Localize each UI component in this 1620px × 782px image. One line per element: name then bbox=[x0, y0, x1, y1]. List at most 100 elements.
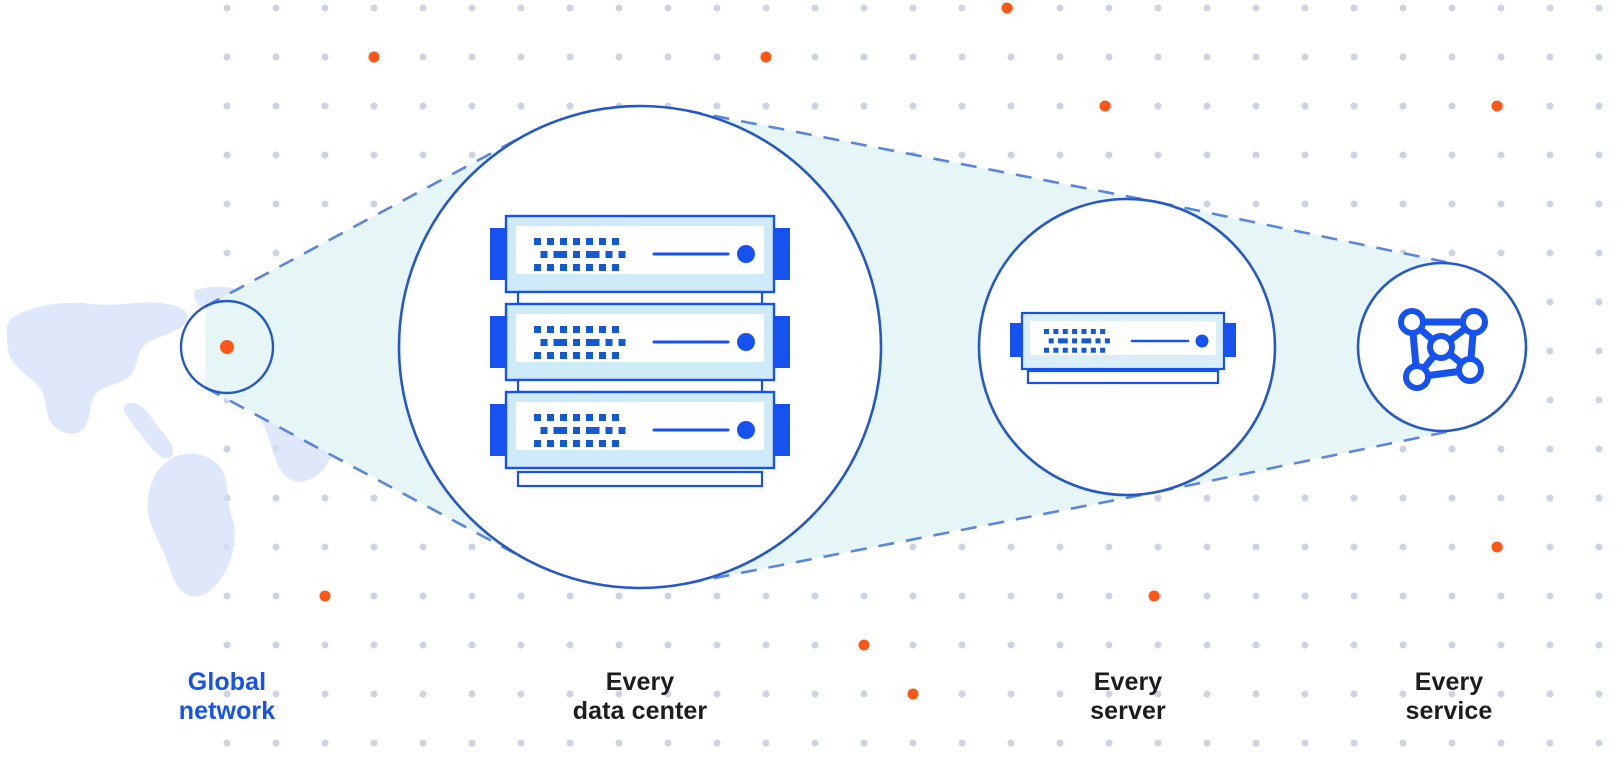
led-cell bbox=[586, 238, 593, 245]
led-cell bbox=[599, 238, 606, 245]
cone-dashed-edge bbox=[1156, 427, 1460, 494]
cone-dashed-edge bbox=[204, 386, 527, 561]
accent-dot bbox=[1001, 2, 1013, 14]
led-cell bbox=[1095, 338, 1101, 344]
node-center bbox=[1427, 333, 1455, 361]
led-cell bbox=[618, 427, 626, 434]
led-cell bbox=[547, 326, 554, 333]
led-cell bbox=[560, 352, 567, 359]
led-cell bbox=[605, 427, 613, 434]
led-cell bbox=[592, 427, 600, 434]
rack-unit-screen bbox=[516, 314, 764, 362]
accent-dot-group bbox=[319, 2, 1503, 700]
accent-dot bbox=[1099, 100, 1111, 112]
led-cell bbox=[573, 414, 580, 421]
led-cell bbox=[612, 264, 619, 271]
led-cell bbox=[599, 352, 606, 359]
accent-dot bbox=[1148, 590, 1160, 602]
led-cell bbox=[1053, 329, 1059, 335]
led-cell bbox=[547, 440, 554, 447]
led-cell bbox=[553, 251, 561, 258]
service-network-graph-icon[interactable] bbox=[1398, 308, 1488, 391]
led-cell bbox=[553, 427, 561, 434]
led-cell bbox=[1072, 338, 1078, 344]
led-cell bbox=[534, 238, 541, 245]
led-cell bbox=[612, 326, 619, 333]
led-cell bbox=[1072, 347, 1078, 353]
led-cell bbox=[599, 326, 606, 333]
led-cell bbox=[605, 339, 613, 346]
rack-unit-screen bbox=[516, 402, 764, 450]
cone-dashed-edge bbox=[685, 491, 1156, 585]
led-cell bbox=[586, 440, 593, 447]
led-cell bbox=[586, 251, 593, 258]
rack-unit-screen bbox=[516, 226, 764, 274]
led-cell bbox=[540, 339, 548, 346]
label-every-data-center: Every data center bbox=[572, 668, 708, 725]
server-led-matrix bbox=[1044, 329, 1110, 353]
led-cell bbox=[1062, 338, 1068, 344]
led-cell bbox=[560, 427, 567, 434]
led-cell bbox=[534, 264, 541, 271]
led-cell bbox=[560, 326, 567, 333]
rack-unit-1 bbox=[490, 214, 790, 306]
accent-dot bbox=[1491, 100, 1503, 112]
map-zoom-circle bbox=[179, 299, 275, 395]
map-location-pin bbox=[220, 340, 234, 354]
led-cell bbox=[1104, 338, 1110, 344]
server-led-matrix bbox=[534, 414, 626, 447]
led-cell bbox=[1090, 347, 1096, 353]
label-every-server: Every server bbox=[1090, 668, 1166, 725]
map-landmass bbox=[6, 302, 188, 434]
single-server-illustration[interactable] bbox=[1010, 311, 1236, 385]
led-cell bbox=[534, 352, 541, 359]
server-rack-illustration[interactable] bbox=[490, 214, 790, 488]
led-cell bbox=[1048, 338, 1054, 344]
led-cell bbox=[560, 339, 567, 346]
led-cell bbox=[1044, 347, 1050, 353]
map-landmass bbox=[123, 402, 174, 459]
led-cell bbox=[1090, 329, 1096, 335]
led-cell bbox=[560, 414, 567, 421]
cone-dashed-edge bbox=[685, 109, 1156, 203]
led-cell bbox=[605, 251, 613, 258]
server-side-tab-left bbox=[1010, 323, 1024, 357]
node-top-right bbox=[1460, 308, 1488, 336]
label-every-service: Every service bbox=[1405, 668, 1493, 725]
led-cell bbox=[1062, 347, 1068, 353]
rack-unit-connector bbox=[516, 378, 764, 394]
led-cell bbox=[1058, 338, 1064, 344]
accent-dot bbox=[760, 51, 772, 63]
led-cell bbox=[573, 440, 580, 447]
led-cell bbox=[1100, 329, 1106, 335]
rack-side-tab-left bbox=[490, 228, 508, 280]
led-cell bbox=[586, 427, 593, 434]
rack-unit-3 bbox=[490, 390, 790, 470]
led-cell bbox=[547, 414, 554, 421]
led-cell bbox=[618, 251, 626, 258]
accent-dot bbox=[1491, 541, 1503, 553]
map-zoom-circle-group[interactable] bbox=[179, 299, 275, 395]
rack-unit-2 bbox=[490, 302, 790, 394]
led-cell bbox=[547, 264, 554, 271]
led-cell bbox=[586, 326, 593, 333]
map-landmass bbox=[147, 453, 235, 597]
rack-side-tab-left bbox=[490, 404, 508, 456]
led-cell bbox=[1081, 338, 1087, 344]
led-cell bbox=[1100, 347, 1106, 353]
led-cell bbox=[1053, 347, 1059, 353]
server-status-dot bbox=[737, 333, 755, 351]
led-cell bbox=[1062, 329, 1068, 335]
led-cell bbox=[573, 264, 580, 271]
node-bottom-left bbox=[1403, 363, 1431, 391]
led-cell bbox=[592, 251, 600, 258]
cone-dashed-edge bbox=[204, 133, 527, 308]
server-led-matrix bbox=[534, 326, 626, 359]
led-cell bbox=[1044, 329, 1050, 335]
led-cell bbox=[547, 352, 554, 359]
accent-dot bbox=[319, 590, 331, 602]
led-cell bbox=[547, 238, 554, 245]
led-cell bbox=[573, 427, 580, 434]
